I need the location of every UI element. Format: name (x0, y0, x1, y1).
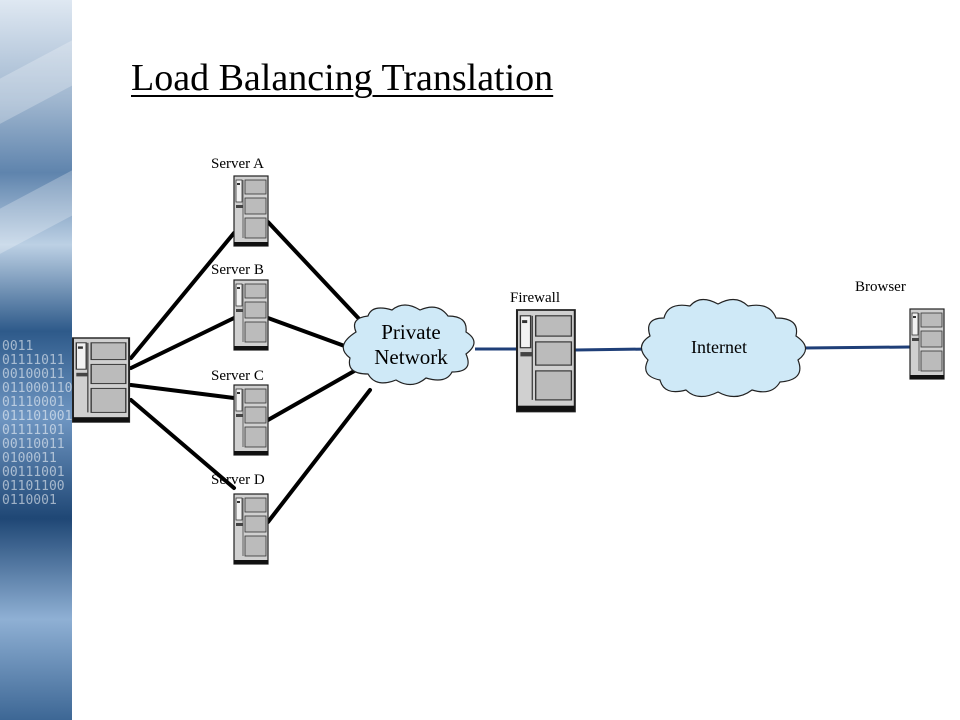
link-router-server-b (129, 316, 236, 370)
slide-title: Load Balancing Translation (131, 57, 554, 99)
internet-cloud (640, 298, 807, 398)
link-router-server-c (129, 383, 236, 400)
link-router-server-a (129, 231, 236, 360)
server-d-icon (233, 493, 269, 565)
link-server-a-private-network (266, 220, 364, 324)
link-server-d-private-network (266, 388, 372, 524)
private-network-label-line-2: Network (374, 345, 448, 369)
link-server-b-private-network (266, 316, 352, 350)
firewall-label: Firewall (510, 290, 560, 306)
link-firewall-internet (574, 347, 651, 352)
server-c-label: Server C (211, 368, 264, 384)
link-router-server-d (129, 398, 236, 490)
decorative-sidebar: 0011 01111011 00100011 011000110 0111000… (0, 0, 72, 720)
link-internet-browser (802, 345, 911, 350)
server-c-icon (233, 384, 269, 456)
server-a-icon (233, 175, 269, 247)
browser-icon (909, 308, 945, 380)
load-balancer-icon (72, 337, 131, 423)
server-a-label: Server A (211, 156, 264, 172)
browser-label: Browser (855, 279, 906, 295)
private-network-label: Private Network (356, 320, 466, 370)
link-server-c-private-network (266, 368, 358, 422)
server-d-label: Server D (211, 472, 265, 488)
private-network-cloud (342, 304, 475, 386)
firewall-icon (515, 308, 576, 413)
server-b-label: Server B (211, 262, 264, 278)
server-b-icon (233, 279, 269, 351)
private-network-label-line-1: Private (381, 320, 441, 344)
internet-label: Internet (691, 337, 747, 357)
